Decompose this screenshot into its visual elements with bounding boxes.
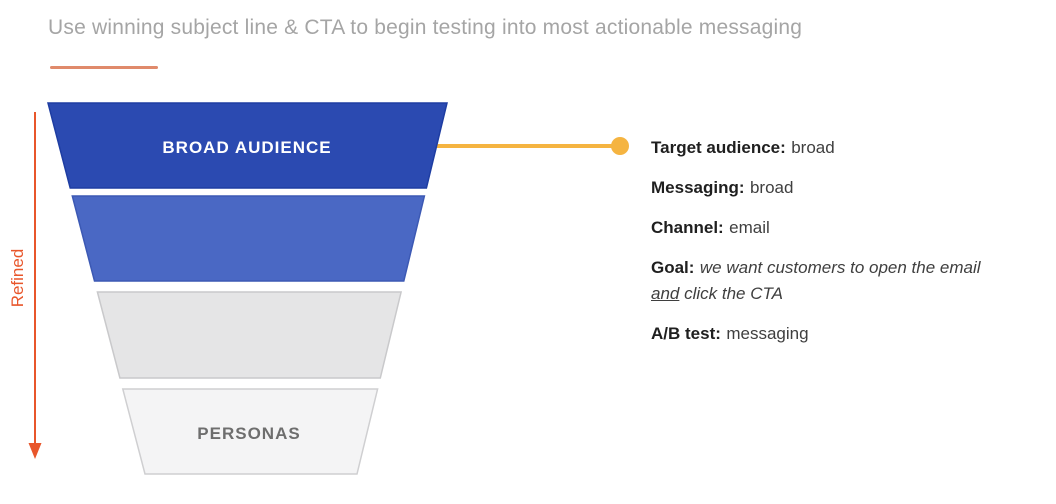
annotation-label: Channel: — [651, 218, 724, 237]
funnel-segment-broad-audience — [47, 102, 448, 189]
annotation-label: Target audience: — [651, 138, 786, 157]
funnel-label-personas: PERSONAS — [197, 424, 300, 443]
title-underline — [50, 66, 158, 69]
annotation-ab-test: A/B test: messaging — [651, 321, 1051, 347]
annotation-value: broad — [791, 138, 835, 157]
funnel-segment-personas — [121, 388, 379, 475]
annotation-messaging: Messaging:broad — [651, 175, 1051, 201]
annotation-goal: Goal:we want customers to open the email… — [651, 255, 1051, 307]
annotation-list: Target audience:broad Messaging:broad Ch… — [651, 135, 1051, 347]
funnel-segment-3 — [96, 291, 403, 379]
connector-dot-icon — [611, 137, 629, 155]
annotation-channel: Channel: email — [651, 215, 1051, 241]
annotation-target-audience: Target audience: broad — [651, 135, 1051, 161]
annotation-value: messaging — [726, 324, 809, 343]
funnel-label-broad-audience: BROAD AUDIENCE — [162, 138, 331, 157]
annotation-value: we want customers to open the email — [699, 258, 981, 277]
annotation-label: Messaging: — [651, 178, 745, 197]
annotation-value-underlined: and — [651, 284, 680, 303]
annotation-value: broad — [749, 178, 794, 197]
annotation-label: Goal: — [651, 258, 695, 277]
annotation-value: email — [729, 218, 770, 237]
refined-axis-label: Refined — [8, 249, 27, 308]
annotation-label: A/B test: — [651, 324, 721, 343]
funnel-segment-2 — [71, 195, 426, 282]
refined-axis-arrowhead-icon — [28, 443, 42, 459]
slide-title: Use winning subject line & CTA to begin … — [48, 16, 803, 39]
annotation-value: click the CTA — [679, 284, 783, 303]
